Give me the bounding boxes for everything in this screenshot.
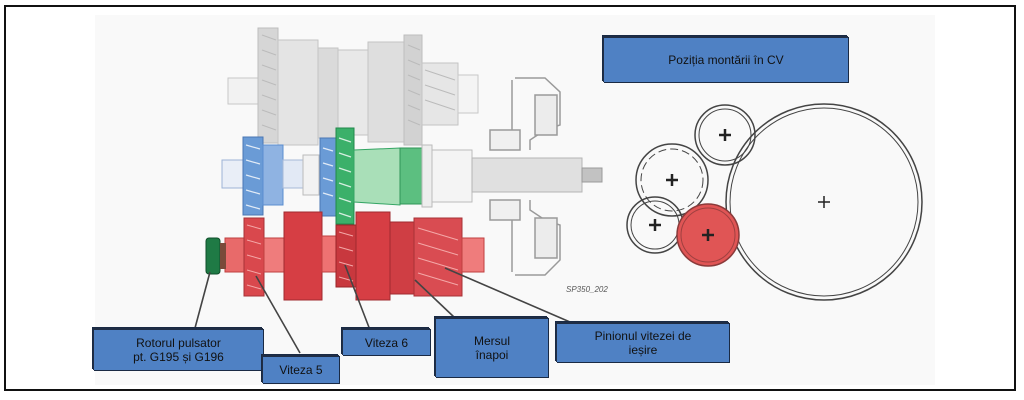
callout-reverse-line1: Mersul: [473, 334, 510, 348]
callout-output-pinion-line1: Pinionul vitezei de: [594, 329, 692, 343]
upper-gray-shaft: [227, 27, 479, 146]
input-shaft: [221, 127, 603, 225]
callout-pulse-wheel-line1: Rotorul pulsator: [136, 336, 221, 350]
figure-code: SP350_202: [566, 285, 608, 294]
callout-output-pinion: Pinionul vitezei de ieșire: [556, 322, 729, 362]
callout-reverse-line2: înapoi: [475, 348, 509, 362]
pulse-wheel: [205, 237, 221, 275]
mounting-position-text: Poziția montării în CV: [668, 53, 784, 67]
callout-pulse-wheel: Rotorul pulsator pt. G195 și G196: [93, 328, 263, 370]
callout-gear-5-text: Viteza 5: [279, 363, 323, 377]
callout-gear-6: Viteza 6: [342, 328, 430, 355]
upper-shaft-circle: [694, 104, 756, 166]
callout-gear-5: Viteza 5: [262, 355, 339, 383]
callout-gear-6-text: Viteza 6: [364, 335, 409, 350]
final-drive-circle: [725, 103, 923, 301]
clutch-housing: [489, 77, 561, 276]
input-shaft-circle: [635, 143, 709, 217]
callout-output-pinion-line2: ieșire: [628, 343, 658, 357]
output-shaft: [205, 211, 485, 301]
mounting-position-label: Poziția montării în CV: [603, 36, 848, 82]
gear-position-diagram: [626, 103, 923, 301]
center-marks: [649, 129, 830, 241]
callout-pulse-wheel-line2: pt. G195 și G196: [133, 350, 224, 364]
callout-reverse: Mersul înapoi: [435, 317, 548, 377]
leader-lines: [194, 264, 571, 354]
